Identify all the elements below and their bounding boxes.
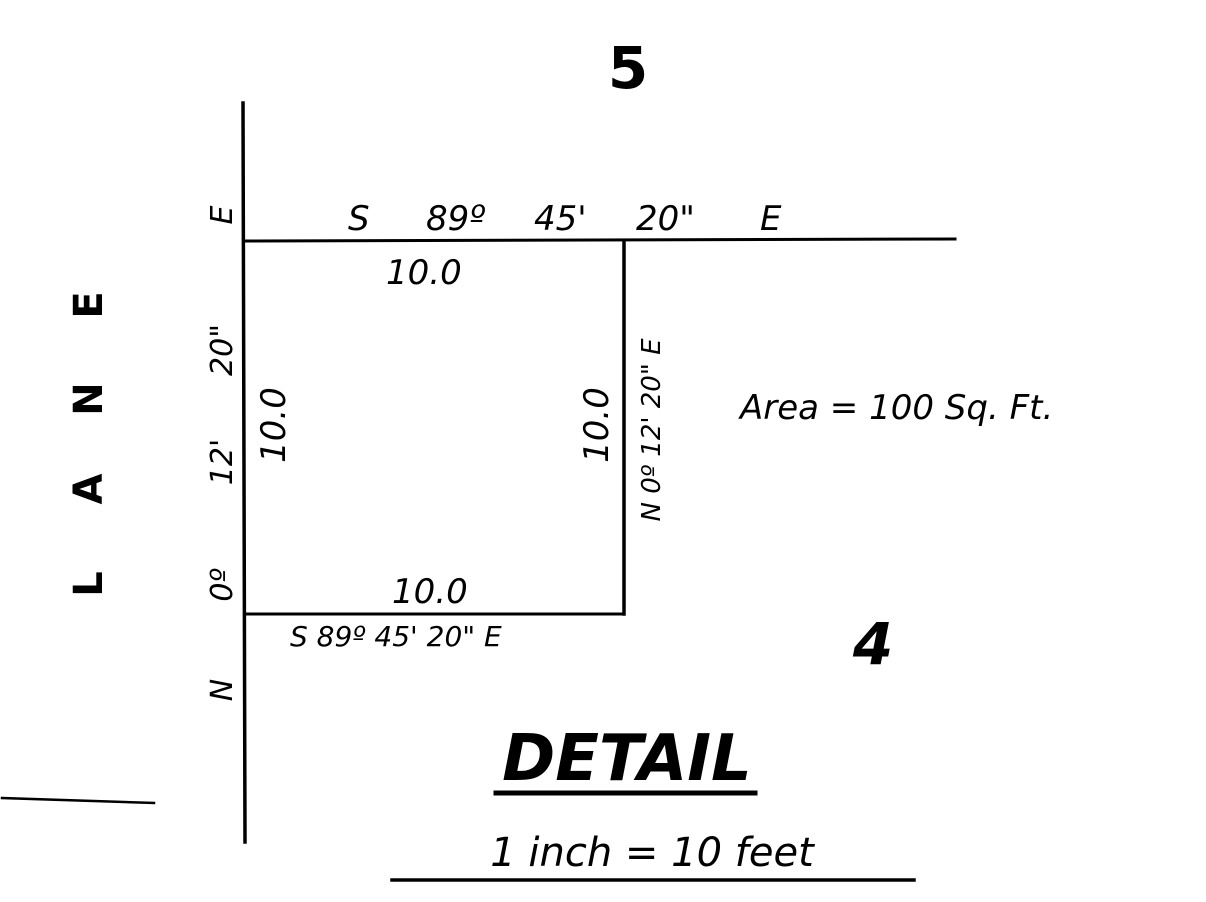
top-distance-label: 10.0 [386,253,462,293]
lane-boundary-line [241,101,247,844]
adjacent-boundary-line [0,796,156,805]
left-bearing-label: N 0º 12' 20" E [205,205,240,701]
top-bearing-label: S 89º 45' 20" E [348,199,782,239]
left-bearing-direction-e: E [205,205,240,224]
right-bearing-label: N 0º 12' 20" E [637,338,667,522]
north-boundary-line [243,237,957,243]
left-bearing-minutes: 12' [205,439,240,485]
top-bearing-seconds: 20" [636,199,695,239]
street-letter-e: E [66,291,112,318]
area-note: Area = 100 Sq. Ft. [738,388,1053,428]
top-bearing-degrees: 89º [426,199,485,239]
left-bearing-direction-n: N [205,679,240,701]
street-name-lane: L A N E [66,291,112,596]
left-distance-label: 10.0 [254,387,294,463]
bottom-distance-label: 10.0 [392,572,468,612]
lot-number-4: 4 [852,610,893,678]
bottom-bearing-label: S 89º 45' 20" E [290,620,502,653]
right-distance-label: 10.0 [577,387,617,463]
left-bearing-degrees: 0º [205,568,240,601]
left-bearing-seconds: 20" [205,324,240,376]
street-letter-a: A [66,473,112,504]
street-letter-l: L [66,571,112,597]
detail-title: DETAIL [502,722,752,796]
top-bearing-direction-s: S [348,199,370,239]
top-bearing-minutes: 45' [534,199,587,239]
street-letter-n: N [66,382,112,415]
scale-note: 1 inch = 10 feet [490,830,815,876]
lot-number-5: 5 [608,34,648,102]
top-bearing-direction-e: E [760,199,782,239]
